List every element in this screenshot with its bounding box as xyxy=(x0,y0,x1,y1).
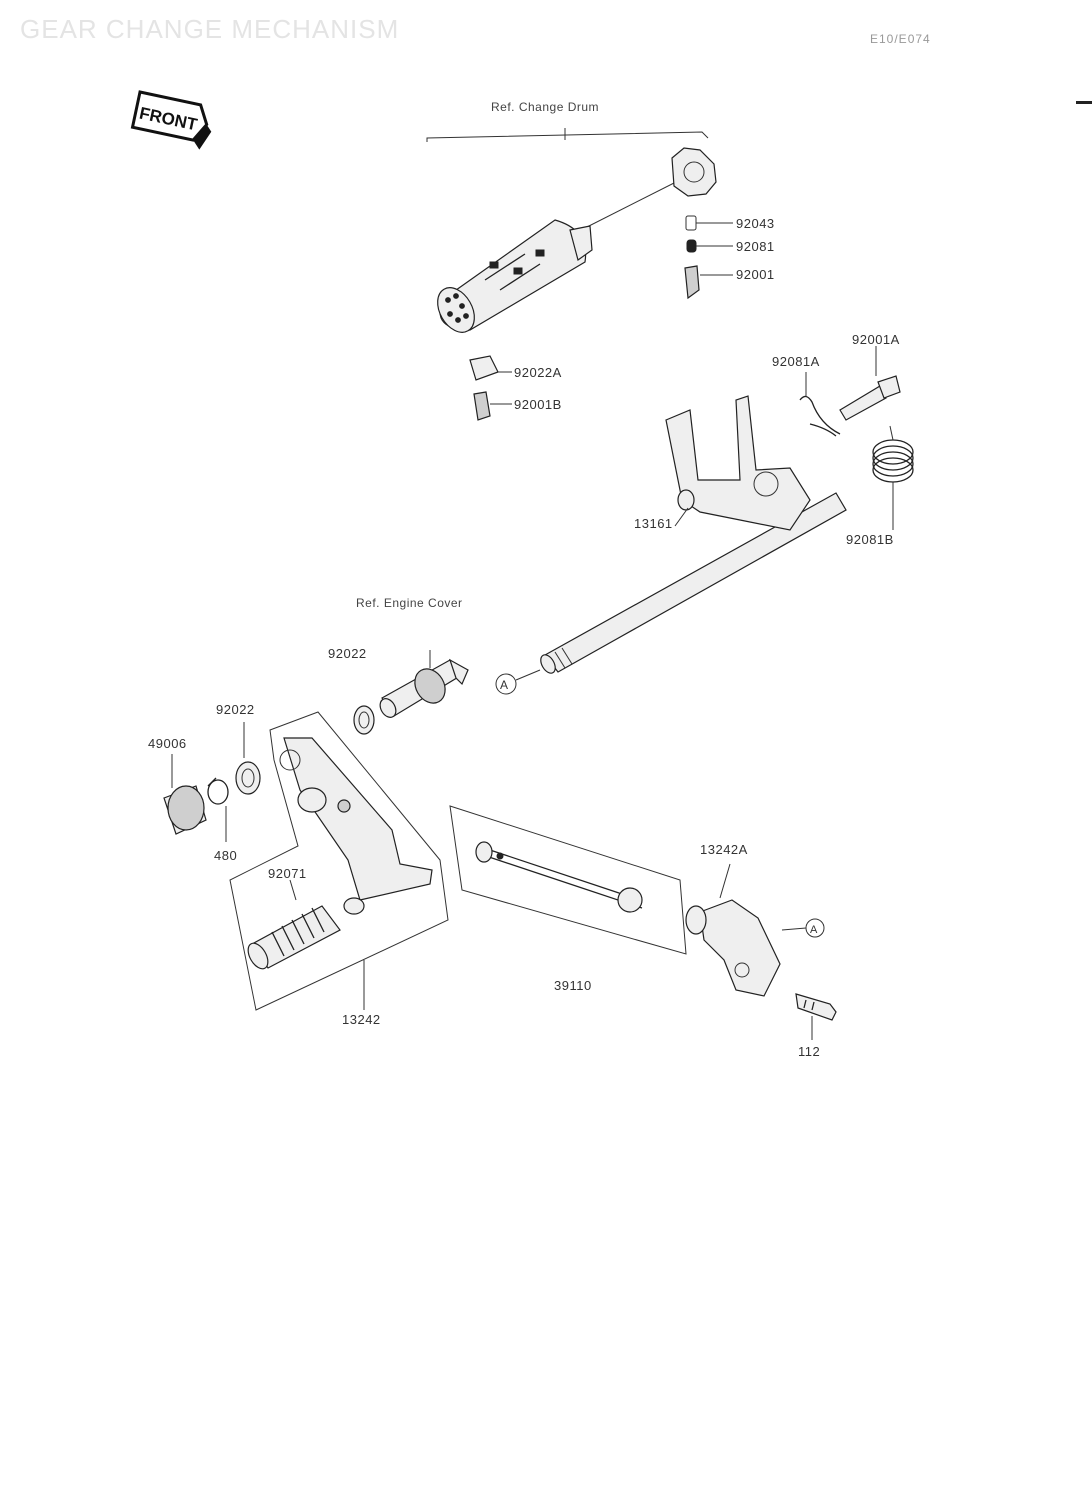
part-label-92081: 92081 xyxy=(736,239,775,254)
part-label-13161: 13161 xyxy=(634,516,673,531)
pedal-rubber xyxy=(247,879,365,1010)
part-label-13242: 13242 xyxy=(342,1012,381,1027)
part-label-13242a: 13242A xyxy=(700,842,748,857)
part-label-39110: 39110 xyxy=(554,978,592,993)
part-label-92022a: 92022A xyxy=(514,365,562,380)
change-drum xyxy=(437,147,717,333)
shift-lever-13242a: A xyxy=(685,863,837,1040)
part-label-92071: 92071 xyxy=(268,866,307,881)
pin-92001a xyxy=(839,346,901,421)
part-label-92081a: 92081A xyxy=(772,354,820,369)
tie-rod-outline xyxy=(449,805,687,955)
part-label-92022-washer: 92022 xyxy=(216,702,255,717)
part-label-49006: 49006 xyxy=(148,736,187,751)
small-parts-stack xyxy=(684,215,733,300)
bushing-92022 xyxy=(353,650,469,735)
change-drum-bracket xyxy=(426,128,709,142)
svg-text:A: A xyxy=(810,924,818,936)
part-label-112: 112 xyxy=(798,1044,821,1059)
part-label-480: 480 xyxy=(214,848,238,863)
part-label-92081b: 92081B xyxy=(846,532,894,547)
svg-text:A: A xyxy=(500,678,508,692)
marker-a-shaft: A xyxy=(495,669,541,695)
part-label-92001a: 92001A xyxy=(852,332,900,347)
page-title: GEAR CHANGE MECHANISM xyxy=(20,14,400,44)
ref-engine-cover-label: Ref. Engine Cover xyxy=(356,596,463,610)
pawl-parts xyxy=(469,355,512,421)
shift-shaft xyxy=(540,395,847,674)
ref-change-drum-label: Ref. Change Drum xyxy=(491,100,600,114)
left-small-parts xyxy=(163,722,261,842)
page-code: E10/E074 xyxy=(870,32,931,46)
front-badge-icon: FRONT xyxy=(130,90,212,150)
part-label-92022-bushing: 92022 xyxy=(328,646,367,661)
edge-tick xyxy=(1076,101,1092,104)
pedal-assembly-outline xyxy=(229,711,449,1011)
part-label-92043: 92043 xyxy=(736,216,775,231)
spring-92081a xyxy=(799,372,841,437)
spring-92081b xyxy=(872,425,914,530)
part-label-92001b: 92001B xyxy=(514,397,562,412)
part-label-92001: 92001 xyxy=(736,267,775,282)
